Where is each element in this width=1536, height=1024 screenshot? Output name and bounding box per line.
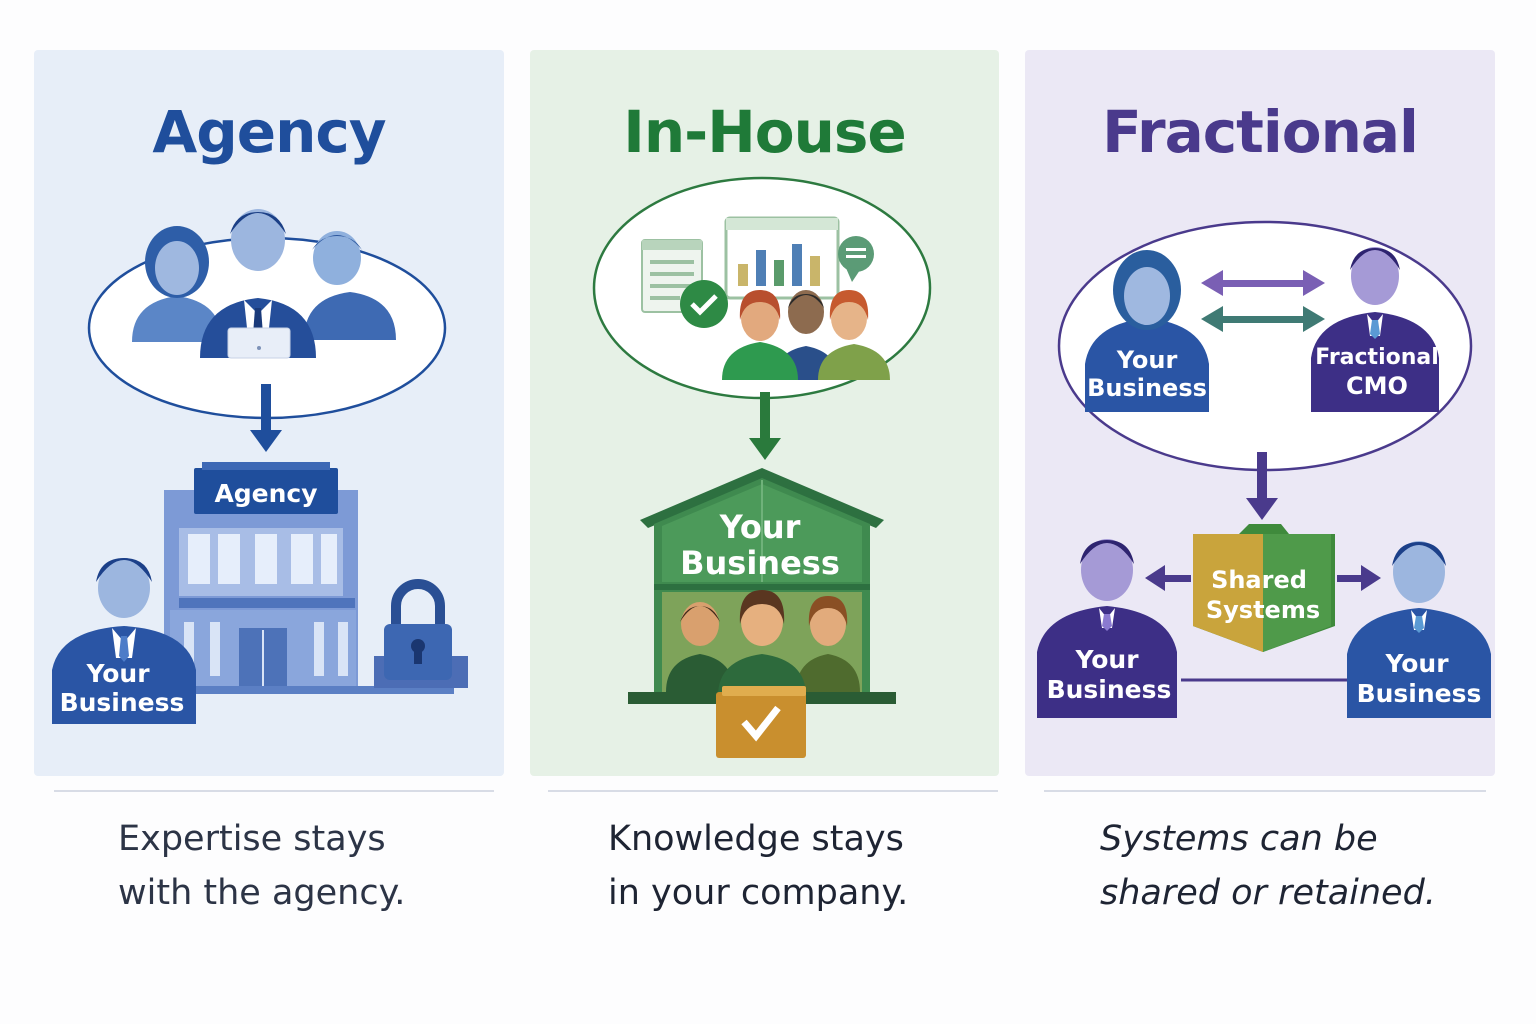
agency-panel: Agency (34, 50, 504, 776)
frac-bottom-right-label-2: Business (1357, 679, 1482, 708)
folder-icon: Shared Systems (1193, 524, 1335, 652)
fractional-panel: Fractional Your Business Fractional CMO (1025, 50, 1495, 776)
agency-person-label-2: Business (60, 688, 185, 717)
agency-person-label-1: Your (85, 659, 150, 688)
person-icon: Your Business (1085, 250, 1209, 412)
check-icon (680, 280, 728, 328)
arrow-down-icon (250, 384, 282, 452)
fractional-caption-line-2: shared or retained. (1100, 873, 1436, 913)
agency-caption-line-1: Expertise stays (118, 819, 386, 859)
agency-caption: Expertise stays with the agency. (118, 812, 405, 920)
agency-divider (54, 790, 494, 792)
inhouse-panel: In-House (530, 50, 999, 776)
inhouse-title: In-House (623, 98, 906, 166)
frac-bottom-left-label-1: Your (1074, 645, 1139, 674)
frac-bottom-left-label-2: Business (1047, 675, 1172, 704)
arrow-down-icon (749, 392, 781, 460)
people-group-icon (132, 209, 396, 359)
building-icon: Agency (134, 462, 454, 694)
fractional-caption: Systems can be shared or retained. (1100, 812, 1436, 920)
house-icon: Your Business (628, 468, 896, 704)
double-arrow-icon (1145, 565, 1381, 591)
people-group-icon (722, 290, 890, 380)
frac-bottom-right-label-1: Your (1384, 649, 1449, 678)
person-icon: Fractional CMO (1311, 247, 1439, 412)
arrow-down-icon (1246, 452, 1278, 520)
double-arrow-icon (1201, 270, 1325, 332)
inhouse-caption: Knowledge stays in your company. (608, 812, 908, 920)
frac-systems-label-2: Systems (1206, 596, 1320, 624)
frac-top-right-label-2: CMO (1346, 372, 1408, 400)
inhouse-house-label-1: Your (719, 508, 801, 546)
person-icon: Your Business (1347, 541, 1491, 718)
inhouse-illustration: Your Business (592, 176, 932, 758)
check-icon (716, 686, 806, 758)
fractional-title: Fractional (1102, 98, 1419, 166)
agency-building-label: Agency (214, 479, 317, 508)
frac-systems-label-1: Shared (1211, 566, 1307, 594)
person-icon: Your Business (1037, 539, 1177, 718)
inhouse-caption-line-2: in your company. (608, 873, 909, 913)
padlock-icon (374, 579, 468, 688)
frac-top-left-label-2: Business (1087, 374, 1207, 402)
fractional-divider (1044, 790, 1486, 792)
frac-top-left-label-1: Your (1116, 346, 1178, 374)
inhouse-caption-line-1: Knowledge stays (608, 819, 904, 859)
fractional-illustration: Your Business Fractional CMO (1037, 220, 1491, 718)
person-icon: Your Business (52, 558, 196, 724)
agency-caption-line-2: with the agency. (118, 873, 406, 913)
frac-top-right-label-1: Fractional (1315, 345, 1439, 370)
agency-illustration: Agency Your Business (52, 209, 468, 724)
fractional-caption-line-1: Systems can be (1100, 819, 1378, 859)
agency-title: Agency (152, 98, 386, 166)
chat-bubble-icon (838, 236, 874, 282)
inhouse-house-label-2: Business (680, 544, 840, 582)
inhouse-divider (548, 790, 998, 792)
